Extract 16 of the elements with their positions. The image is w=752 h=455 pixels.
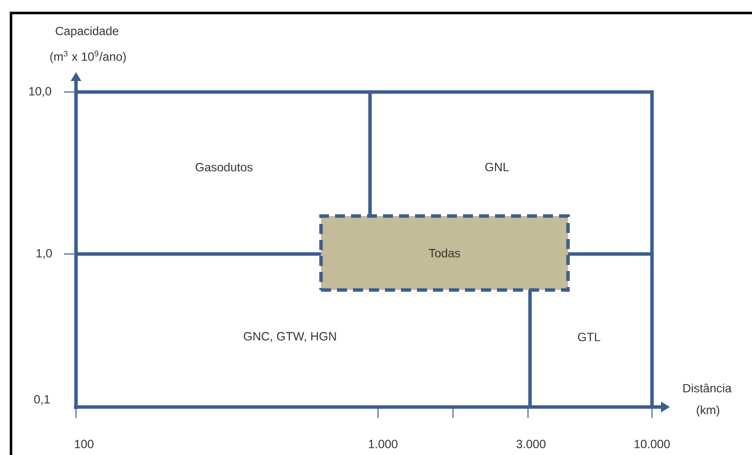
tick-label: 10.000	[634, 440, 670, 448]
capacity-axis-title: (m$^{3}$ x 10$^{9}$/ano)	[50, 50, 126, 64]
tick-label: 1,0	[36, 249, 52, 259]
tick-label: 1.000	[368, 440, 398, 448]
region-label: GTL	[578, 332, 600, 342]
tick-label: 0,1	[34, 395, 50, 405]
tick-label: 3.000	[516, 440, 546, 448]
region-label: GNL	[485, 162, 509, 172]
tick-label: 10,0	[29, 87, 52, 97]
highlight-box: Todas	[319, 214, 570, 292]
tick-label: 100	[74, 440, 94, 448]
distance-axis-title: (km)	[696, 405, 720, 417]
distance-axis-title: Distância	[683, 384, 732, 392]
region-label: Gasodutos	[196, 162, 252, 172]
region-label: GNC, GTW, HGN	[244, 332, 336, 342]
capacity-axis-title: Capacidade	[56, 26, 118, 38]
